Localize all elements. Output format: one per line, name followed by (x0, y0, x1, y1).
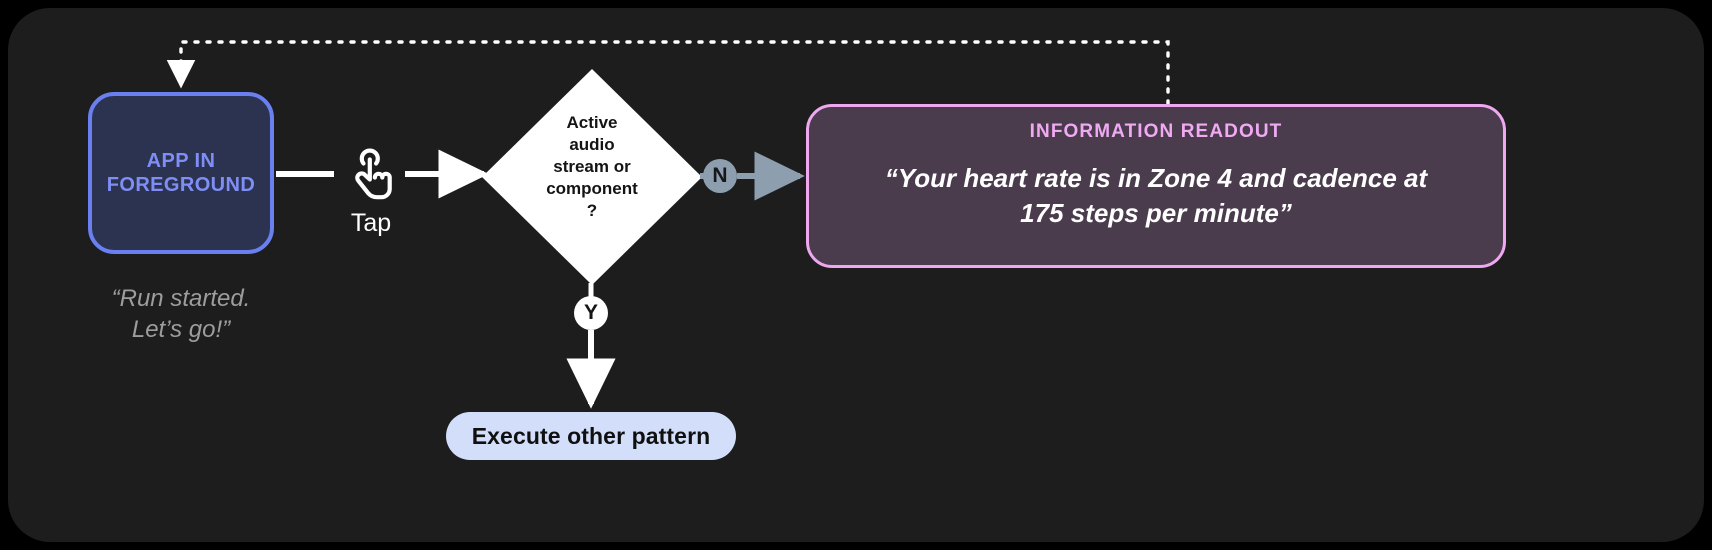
app-foreground-caption: “Run started. Let’s go!” (70, 284, 292, 345)
information-readout-body: “Your heart rate is in Zone 4 and cadenc… (846, 161, 1466, 230)
branch-badge-yes: Y (574, 296, 608, 330)
node-execute-other-pattern[interactable]: Execute other pattern (446, 412, 736, 460)
decision-diamond (482, 69, 702, 285)
canvas-card (8, 8, 1704, 542)
node-app-in-foreground-label: APP IN FOREGROUND (106, 149, 256, 196)
decision-label-line5: ? (586, 201, 598, 221)
information-readout-title: INFORMATION READOUT (1029, 121, 1283, 142)
tap-icon (355, 148, 392, 200)
app-foreground-caption-line2: Let’s go!” (131, 315, 231, 343)
edge-feedback-loop (166, 40, 1170, 106)
gesture-tap[interactable]: Tap (332, 146, 410, 236)
gesture-tap-label: Tap (350, 209, 392, 237)
branch-badge-yes-label: Y (583, 301, 598, 324)
information-readout-body-line2: 175 steps per minute” (1020, 197, 1292, 228)
decision-label-line3: stream or (553, 157, 631, 177)
app-foreground-caption-line1: “Run started. (111, 285, 251, 312)
information-readout-body-line1: “Your heart rate is in Zone 4 and cadenc… (884, 163, 1428, 193)
decision-label-line1: Active (566, 113, 618, 132)
branch-badge-no: N (703, 159, 737, 193)
node-execute-other-pattern-label: Execute other pattern (471, 422, 711, 449)
decision-label-line4: component (546, 179, 638, 199)
branch-badge-no-label: N (712, 164, 728, 187)
node-information-readout[interactable]: INFORMATION READOUT “Your heart rate is … (806, 104, 1506, 268)
decision-label: Active audio stream or component ? (520, 112, 664, 222)
node-app-in-foreground[interactable]: APP IN FOREGROUND (88, 92, 274, 254)
decision-label-line2: audio (569, 135, 615, 155)
